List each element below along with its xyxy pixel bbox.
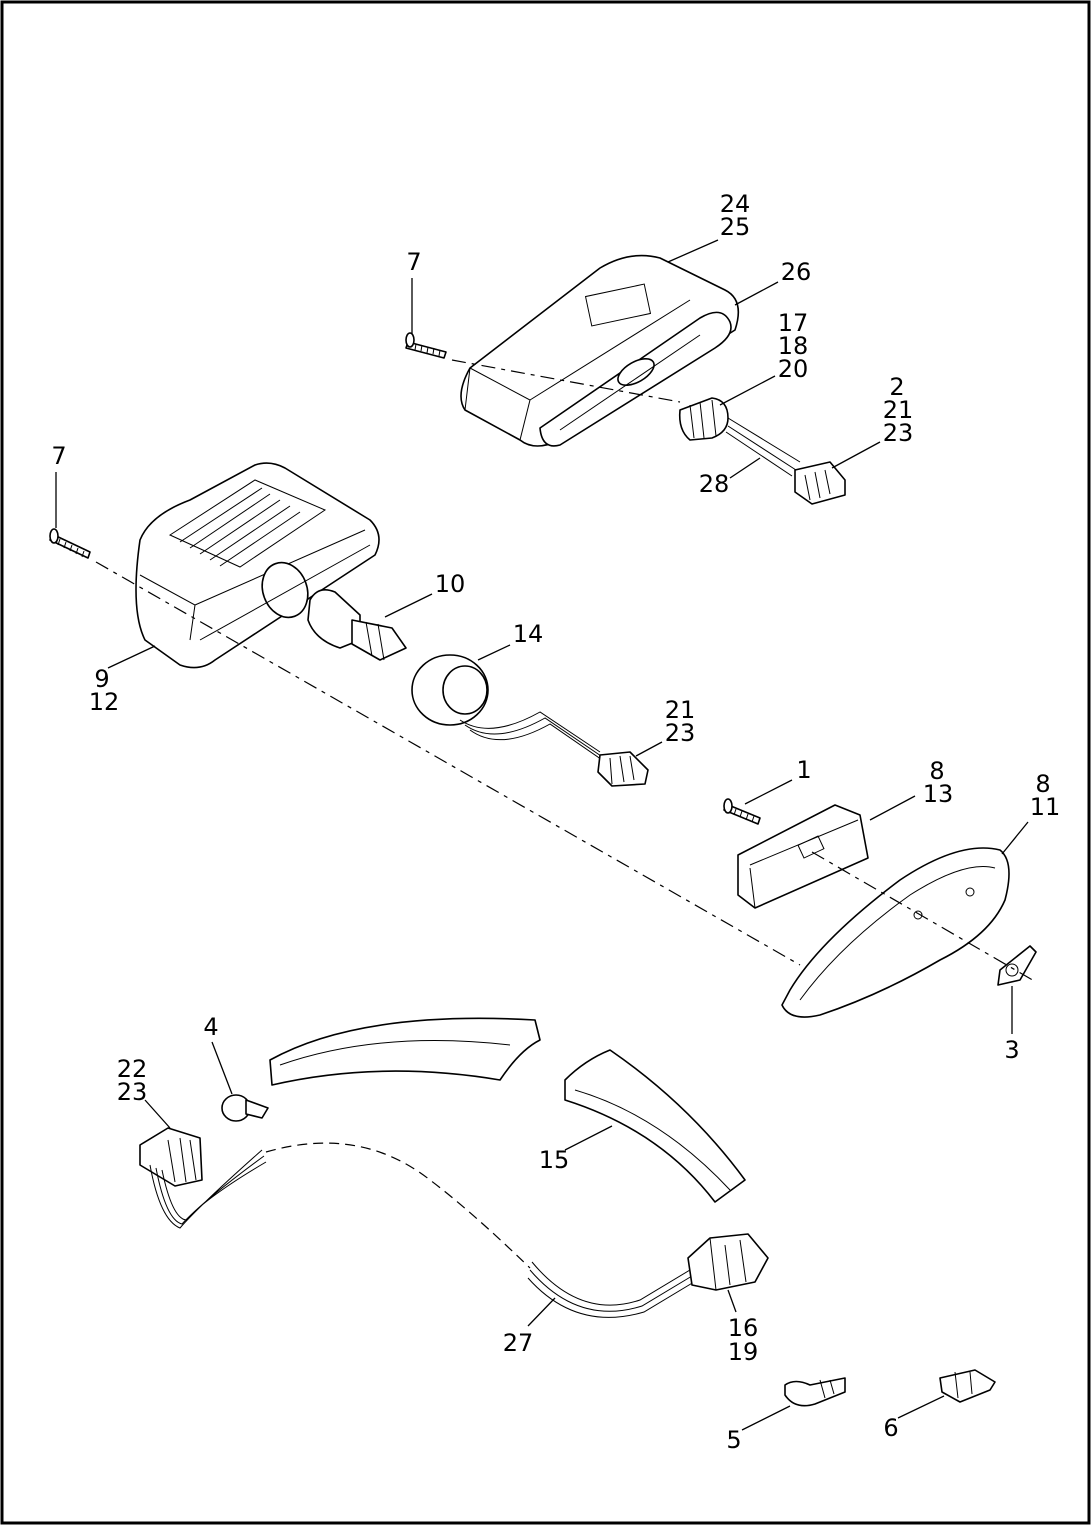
callout-26: 26 — [781, 258, 812, 286]
callout-text: 16 — [728, 1314, 759, 1342]
callout-text: 5 — [726, 1426, 741, 1454]
callout-text: 9 — [94, 665, 109, 693]
upper-tail-lamp-assembly — [460, 254, 740, 447]
axis-line-main — [95, 561, 801, 966]
callout-1: 1 — [796, 756, 811, 784]
callout-5: 5 — [726, 1426, 741, 1454]
clip-6 — [939, 1369, 996, 1403]
callout-27: 27 — [503, 1329, 534, 1357]
screw-1 — [723, 798, 761, 825]
callout-text: 27 — [503, 1329, 534, 1357]
cover-strip — [564, 1049, 746, 1203]
callout-text: 25 — [720, 213, 751, 241]
callout-8-13: 8 13 — [923, 757, 954, 808]
callout-text: 7 — [406, 248, 421, 276]
callout-7-upper: 7 — [406, 248, 421, 276]
callout-16-19: 16 19 — [728, 1314, 759, 1366]
lens — [781, 847, 1010, 1018]
callout-text: 23 — [883, 419, 914, 447]
callout-10: 10 — [435, 570, 466, 598]
callout-text: 6 — [883, 1414, 898, 1442]
callout-text: 3 — [1004, 1036, 1019, 1064]
screw-lower — [49, 528, 91, 559]
callout-22-23: 22 23 — [117, 1055, 148, 1106]
callout-8-11: 8 11 — [1030, 770, 1061, 821]
callout-9-12: 9 12 — [89, 665, 120, 716]
bulb — [307, 589, 407, 661]
callout-text: 23 — [117, 1078, 148, 1106]
callout-7-lower: 7 — [51, 442, 66, 470]
callout-text: 15 — [539, 1146, 570, 1174]
callout-text: 21 — [883, 396, 914, 424]
callout-text: 20 — [778, 355, 809, 383]
callout-text: 19 — [728, 1338, 759, 1366]
callout-24-25: 24 25 — [720, 190, 751, 241]
callout-text: 14 — [513, 620, 544, 648]
callout-14: 14 — [513, 620, 544, 648]
screw-upper — [405, 332, 447, 359]
callout-text: 21 — [665, 696, 696, 724]
leader-lines — [55, 239, 1029, 1431]
harness-connector-right — [527, 1233, 769, 1318]
callout-text: 28 — [699, 470, 730, 498]
callout-15: 15 — [539, 1146, 570, 1174]
callout-4: 4 — [203, 1013, 218, 1041]
axis-line-module — [811, 851, 1037, 983]
clip-5 — [784, 1377, 846, 1407]
harness-route-dash — [265, 1142, 531, 1269]
callout-text: 4 — [203, 1013, 218, 1041]
cable-clamp — [221, 1094, 269, 1122]
callout-3: 3 — [1004, 1036, 1019, 1064]
callout-text: 2 — [889, 373, 904, 401]
callout-17-18-20: 17 18 20 — [778, 309, 809, 383]
lower-tail-lamp-assembly — [135, 462, 380, 669]
lower-socket-harness — [411, 654, 649, 787]
callout-text: 1 — [796, 756, 811, 784]
callout-28: 28 — [699, 470, 730, 498]
callout-text: 8 — [1035, 770, 1050, 798]
callout-text: 7 — [51, 442, 66, 470]
callout-text: 13 — [923, 780, 954, 808]
callout-text: 8 — [929, 757, 944, 785]
callout-6: 6 — [883, 1414, 898, 1442]
axis-line-upper — [451, 359, 681, 403]
harness-connector-left — [139, 1127, 267, 1229]
led-module — [737, 804, 869, 909]
callout-text: 26 — [781, 258, 812, 286]
callout-2-21-23: 2 21 23 — [883, 373, 914, 447]
upper-socket-harness — [678, 397, 846, 505]
callout-text: 17 — [778, 309, 809, 337]
callout-text: 11 — [1030, 793, 1061, 821]
callout-21-23: 21 23 — [665, 696, 696, 747]
callout-text: 22 — [117, 1055, 148, 1083]
callout-text: 23 — [665, 719, 696, 747]
nut — [997, 945, 1037, 986]
callout-text: 12 — [89, 688, 120, 716]
callout-text: 10 — [435, 570, 466, 598]
fender-section-upper — [269, 1017, 541, 1086]
callout-text: 24 — [720, 190, 751, 218]
callout-text: 18 — [778, 332, 809, 360]
